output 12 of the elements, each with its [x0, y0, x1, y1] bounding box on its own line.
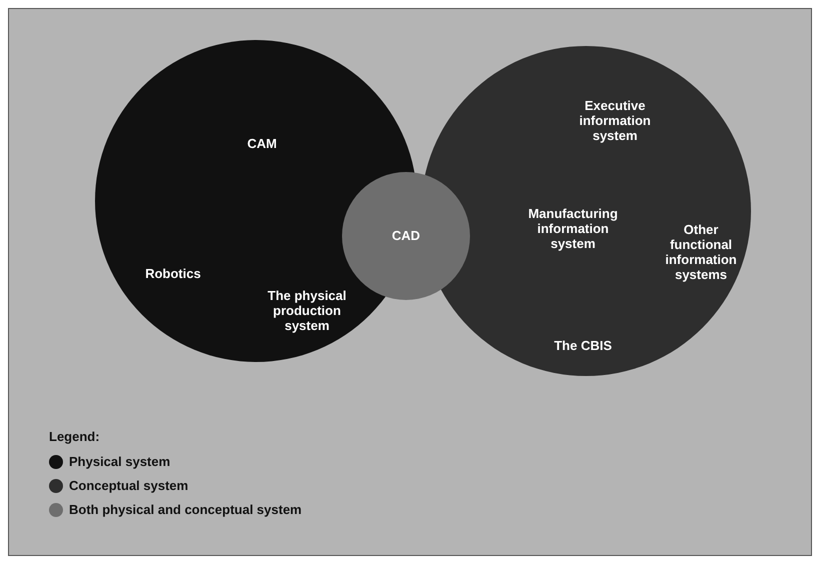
circle-label: The physical production system — [266, 288, 348, 333]
legend-label: Physical system — [69, 454, 170, 469]
circle-label: Other functional information systems — [664, 222, 738, 282]
circle-label: Robotics — [144, 266, 202, 281]
legend-heading: Legend: — [49, 429, 100, 444]
legend-label: Both physical and conceptual system — [69, 502, 302, 517]
legend-label: Conceptual system — [69, 478, 188, 493]
circle-label: CAD — [390, 228, 422, 243]
circle-label: CAM — [246, 136, 278, 151]
circle-label: Manufacturing information system — [527, 206, 619, 251]
circle-label: Executive information system — [578, 98, 652, 143]
circle-label: The CBIS — [553, 338, 613, 353]
